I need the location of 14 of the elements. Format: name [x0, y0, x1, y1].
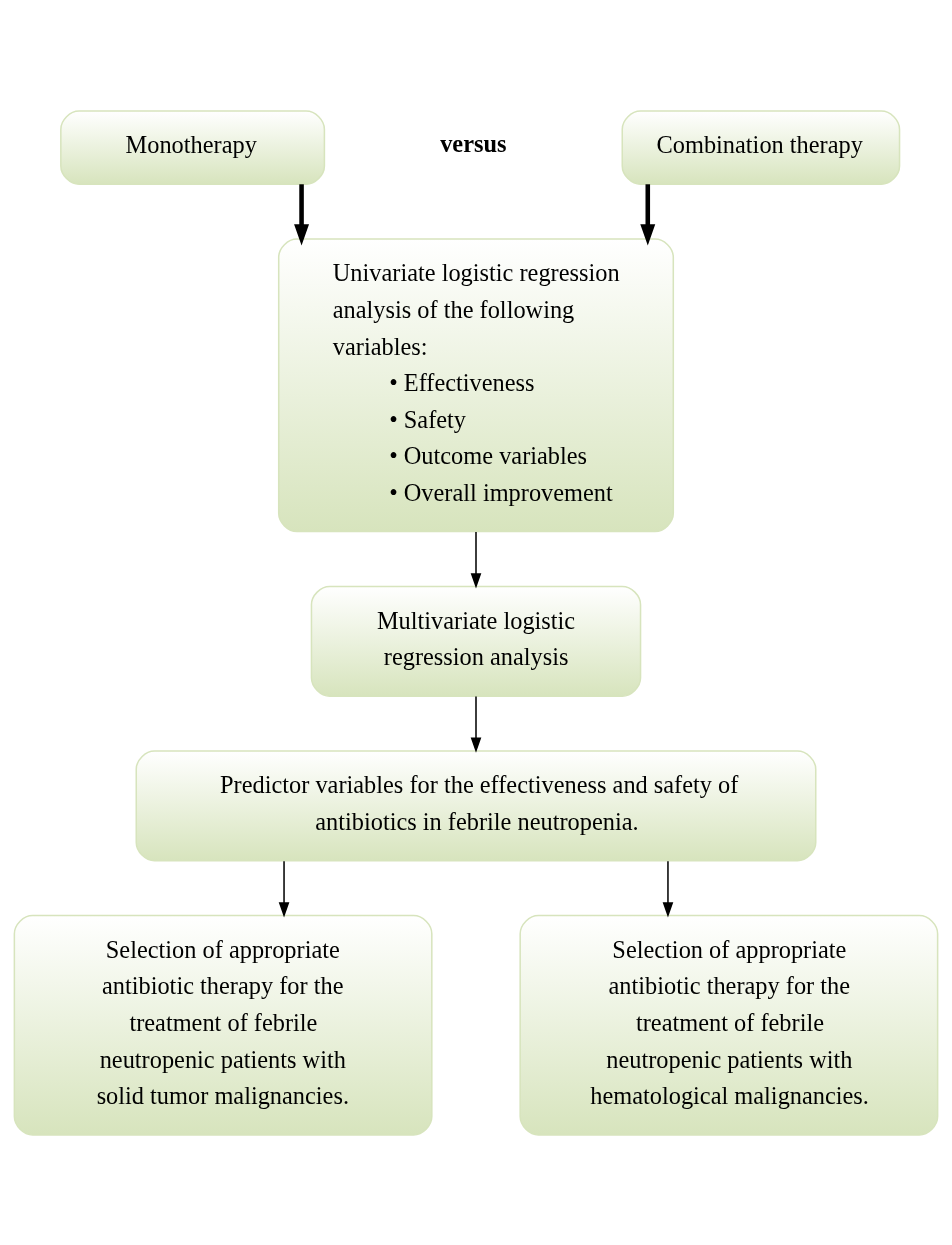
node-box: Combination therapy [621, 109, 901, 185]
node-box: Multivariate logistic regression analysis [310, 585, 642, 697]
arrow [640, 183, 656, 246]
node-box: Predictor variables for the effectiveness and safety of antibiotics in febrile neutropenia. [135, 749, 817, 861]
arrow [662, 859, 674, 917]
arrow [294, 183, 310, 246]
node-box: Selection of appropriate antibiotic therapy for the treatment of febrile neutropenic patients with solid tumor malignancies. [13, 914, 433, 1136]
arrow [470, 695, 482, 753]
arrow [278, 859, 290, 917]
arrow [470, 530, 482, 588]
node-box: Monotherapy [60, 109, 326, 185]
label: versus [440, 129, 507, 157]
node-box: Selection of appropriate antibiotic therapy for the treatment of febrile neutropenic patients with hematological malignancies. [519, 914, 939, 1136]
node-box: Univariate logistic regression analysis of the following variables: • Effectiveness • Safety • Outcome variables • Overall improvement [277, 237, 675, 532]
